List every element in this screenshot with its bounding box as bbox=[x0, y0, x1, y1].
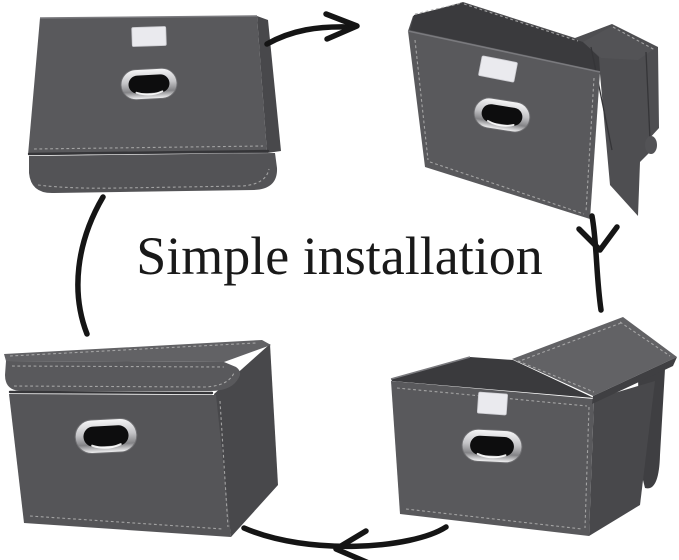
edge-highlight bbox=[39, 15, 258, 19]
page-title: Simple installation bbox=[136, 226, 543, 286]
stitch-line bbox=[414, 2, 463, 15]
stitch-line bbox=[219, 400, 229, 528]
stitch-line bbox=[396, 387, 588, 407]
stitch-line bbox=[619, 321, 671, 357]
cycle-arrows bbox=[75, 11, 620, 560]
arrow-up-icon bbox=[75, 194, 106, 337]
arrow-shaft bbox=[241, 524, 449, 550]
box-front-flap bbox=[29, 153, 278, 194]
lid-top-face bbox=[512, 317, 677, 396]
storage-box-assembled-closed bbox=[4, 340, 278, 537]
storage-box-unfolding bbox=[407, 2, 659, 219]
stitch-line bbox=[516, 322, 622, 363]
box-right-face bbox=[589, 381, 655, 536]
blank-label-tag bbox=[476, 391, 508, 416]
arrow-head bbox=[576, 224, 620, 253]
stitch-line bbox=[429, 161, 585, 215]
handle-grommet bbox=[460, 427, 524, 465]
storage-box-lid-placement bbox=[390, 317, 677, 536]
arrow-head bbox=[333, 528, 369, 560]
blank-label-tag bbox=[131, 26, 167, 47]
lid-front-flap bbox=[5, 361, 241, 391]
edge-highlight bbox=[407, 30, 601, 73]
arrow-left-icon bbox=[241, 524, 449, 560]
arrow-right-icon bbox=[264, 11, 360, 47]
panel-inner-face bbox=[583, 26, 654, 60]
handle-grommet bbox=[73, 416, 139, 456]
stitch-line bbox=[13, 372, 235, 388]
arrow-head bbox=[323, 11, 360, 42]
blank-label-tag bbox=[478, 55, 518, 83]
fold-seam bbox=[8, 390, 214, 395]
rim-highlight bbox=[390, 356, 471, 380]
box-interior bbox=[391, 357, 594, 398]
lid-top-face bbox=[4, 340, 271, 362]
box-right-face bbox=[214, 344, 278, 537]
handle-grommet bbox=[119, 66, 179, 102]
box-right-edge bbox=[257, 16, 281, 153]
arrow-shaft bbox=[589, 213, 604, 313]
stitch-line bbox=[612, 26, 656, 51]
stitch-line bbox=[585, 77, 595, 213]
box-front-face bbox=[9, 394, 231, 537]
stitch-line bbox=[414, 39, 429, 161]
storage-box-folded-flat bbox=[27, 15, 281, 194]
stitch-line bbox=[37, 168, 270, 189]
box-interior bbox=[410, 3, 600, 71]
stitch-line bbox=[9, 342, 257, 357]
stitch-line bbox=[33, 145, 264, 150]
fold-crease bbox=[645, 51, 651, 141]
arrow-shaft bbox=[75, 194, 106, 337]
fold-seam bbox=[27, 149, 270, 156]
stitch-line bbox=[584, 406, 590, 529]
arrow-shaft bbox=[264, 24, 353, 47]
fold-crease bbox=[590, 46, 613, 151]
fastener-tab bbox=[645, 136, 657, 154]
stitch-line bbox=[405, 508, 583, 530]
arrow-down-icon bbox=[576, 213, 620, 313]
stitch-line bbox=[463, 3, 579, 42]
lid-edge bbox=[592, 357, 677, 404]
